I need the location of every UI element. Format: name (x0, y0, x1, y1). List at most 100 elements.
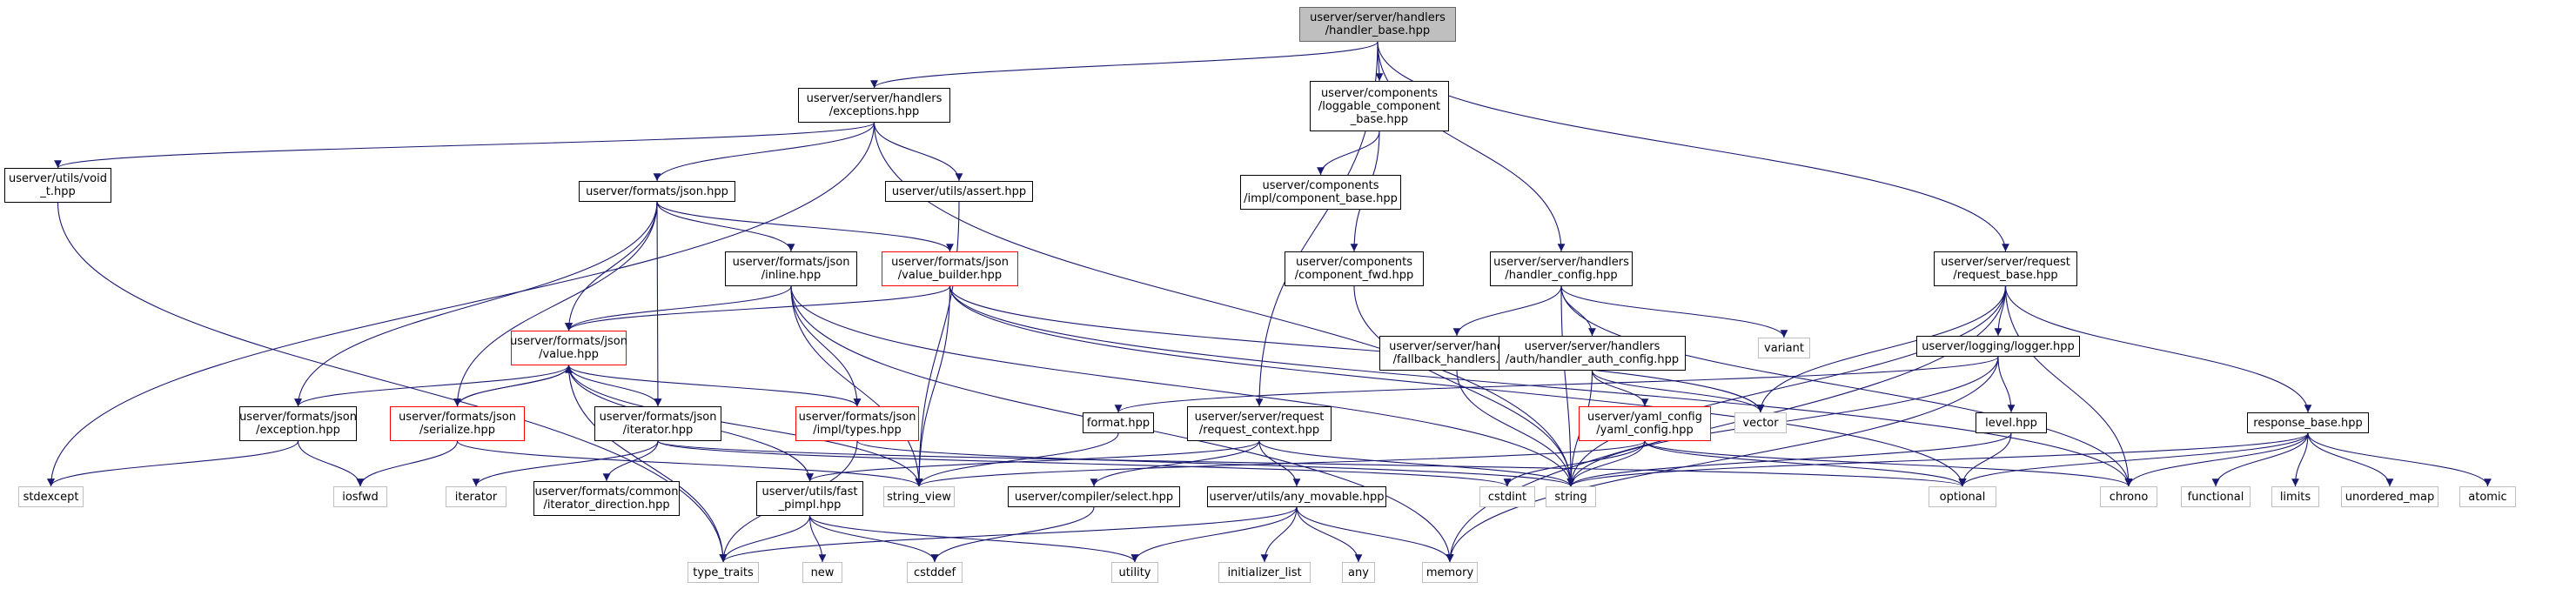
node-iterator-direction[interactable]: userver/formats/common /iterator_directi… (533, 481, 680, 516)
edge-handler_config-to-fallback (1452, 285, 1562, 337)
node-auth-config[interactable]: userver/server/handlers /auth/handler_au… (1499, 336, 1686, 371)
edge-iterator_hpp-to-optional (657, 440, 1966, 487)
edge-inline-to-value (565, 285, 792, 331)
node-root: userver/server/handlers /handler_base.hp… (1299, 7, 1456, 42)
node-void-t[interactable]: userver/utils/void _t.hpp (4, 168, 111, 203)
node-type-traits: type_traits (688, 562, 759, 583)
node-loggable[interactable]: userver/components /loggable_component _… (1310, 81, 1449, 131)
node-response-base[interactable]: response_base.hpp (2247, 412, 2369, 433)
node-fast-pimpl[interactable]: userver/utils/fast _pimpl.hpp (756, 481, 863, 516)
node-iterator-hpp[interactable]: userver/formats/json /iterator.hpp (594, 406, 721, 441)
edge-fallback-to-string (1456, 370, 1575, 487)
edge-level-to-string (1566, 432, 2012, 487)
node-value[interactable]: userver/formats/json /value.hpp (510, 331, 627, 365)
edge-serialize-to-iosfwd (356, 440, 459, 487)
node-component-fwd[interactable]: userver/components /component_fwd.hpp (1285, 251, 1424, 286)
edge-response_base-to-chrono (2124, 432, 2309, 487)
edge-any_movable-to-any (1296, 506, 1363, 563)
edge-request_context-to-fast_pimpl (806, 440, 1260, 482)
node-initializer-list: initializer_list (1218, 562, 1311, 583)
edge-json-to-serialize (453, 201, 658, 407)
node-compiler-select[interactable]: userver/compiler/select.hpp (1008, 486, 1180, 507)
node-level[interactable]: level.hpp (1976, 412, 2047, 433)
node-string-view: string_view (883, 486, 955, 507)
edge-root-to-exceptions (870, 41, 1379, 89)
edge-inline-to-types (790, 285, 862, 407)
node-request-context[interactable]: userver/server/request /request_context.… (1187, 406, 1332, 441)
edge-loggable-to-component_base (1317, 131, 1380, 176)
edge-value-to-types (567, 365, 862, 407)
edge-value_builder-to-optional (949, 285, 1967, 487)
edge-component_fwd-to-string (1353, 285, 1575, 487)
node-exceptions[interactable]: userver/server/handlers /exceptions.hpp (798, 88, 950, 123)
node-json[interactable]: userver/formats/json.hpp (579, 181, 735, 202)
node-variant: variant (1758, 338, 1810, 358)
node-new: new (802, 562, 842, 583)
node-yaml-config[interactable]: userver/yaml_config /yaml_config.hpp (1579, 406, 1711, 441)
edge-logger-to-format (1114, 356, 1999, 413)
node-inline[interactable]: userver/formats/json /inline.hpp (725, 251, 857, 286)
edge-serialize-to-string_view (456, 440, 923, 487)
edge-json-to-value_builder (656, 201, 954, 252)
edge-auth_config-to-yaml_config (1591, 370, 1649, 407)
edge-yaml_config-to-optional (1644, 440, 1967, 487)
node-types[interactable]: userver/formats/json /impl/types.hpp (795, 406, 919, 441)
node-serialize[interactable]: userver/formats/json /serialize.hpp (390, 406, 525, 441)
edge-value-to-type_traits (567, 365, 728, 563)
edge-exceptions-to-assert (873, 122, 963, 182)
node-chrono: chrono (2100, 486, 2157, 507)
edge-response_base-to-atomic (2307, 432, 2492, 487)
edge-yaml_config-to-cstdint (1503, 440, 1646, 487)
edge-value_builder-to-string_view (915, 285, 951, 487)
edge-request_base-to-string (1566, 285, 2007, 487)
edge-fast_pimpl-to-cstddef (808, 515, 939, 563)
edge-value_builder-to-value (565, 285, 951, 331)
edge-void_t-to-type_traits (57, 202, 728, 563)
edge-logger-to-memory (1446, 356, 1999, 563)
edge-request_context-to-string (1258, 440, 1575, 487)
node-component-base[interactable]: userver/components /impl/component_base.… (1240, 175, 1401, 210)
edge-value-to-json_exception (294, 365, 570, 407)
edge-types-to-string (856, 440, 1575, 487)
edge-json_exception-to-stdexcept (47, 440, 299, 487)
edge-root-to-handler_config (1377, 41, 1566, 252)
edge-format-to-string_view (915, 432, 1119, 487)
edge-fast_pimpl-to-new (808, 515, 827, 563)
node-string: string (1546, 486, 1596, 507)
node-any-movable[interactable]: userver/utils/any_movable.hpp (1207, 486, 1386, 507)
edge-yaml_config-to-string_view (915, 440, 1646, 487)
edge-inline-to-string (790, 285, 1575, 487)
node-cstddef: cstddef (907, 562, 963, 583)
edge-response_base-to-optional (1958, 432, 2309, 487)
edge-exceptions-to-void_t (54, 122, 875, 169)
node-vector: vector (1734, 412, 1787, 433)
node-iosfwd: iosfwd (333, 486, 387, 507)
edge-request_base-to-response_base (2004, 285, 2312, 413)
edge-assert-to-string_view (915, 201, 960, 487)
node-functional: functional (2181, 486, 2251, 507)
edge-any_movable-to-utility (1130, 506, 1298, 563)
edge-response_base-to-limits (2291, 432, 2309, 487)
edge-response_base-to-functional (2211, 432, 2309, 487)
edge-json-to-inline (656, 201, 795, 252)
node-optional: optional (1929, 486, 1996, 507)
edge-iterator_hpp-to-cstdint (657, 440, 1512, 487)
node-any: any (1342, 562, 1375, 583)
node-request-base[interactable]: userver/server/request /request_base.hpp (1934, 251, 2077, 286)
edge-iterator_hpp-to-iterator_direction (602, 440, 659, 482)
node-stdexcept: stdexcept (18, 486, 84, 507)
node-json-exception[interactable]: userver/formats/json /exception.hpp (239, 406, 357, 441)
edge-root-to-request_base (1377, 41, 2009, 252)
node-format[interactable]: format.hpp (1083, 412, 1154, 433)
edge-yaml_config-to-chrono (1644, 440, 2133, 487)
node-cstdint: cstdint (1479, 486, 1535, 507)
edge-handler_config-to-variant (1560, 285, 1788, 338)
node-unordered-map: unordered_map (2341, 486, 2438, 507)
edge-json-to-json_exception (294, 201, 658, 407)
edge-json_exception-to-iosfwd (297, 440, 365, 487)
node-assert[interactable]: userver/utils/assert.hpp (885, 181, 1033, 202)
node-value-builder[interactable]: userver/formats/json /value_builder.hpp (882, 251, 1018, 286)
edge-handler_config-to-string (1560, 285, 1575, 487)
node-handler-config[interactable]: userver/server/handlers /handler_config.… (1490, 251, 1633, 286)
node-logger[interactable]: userver/logging/logger.hpp (1916, 336, 2080, 357)
